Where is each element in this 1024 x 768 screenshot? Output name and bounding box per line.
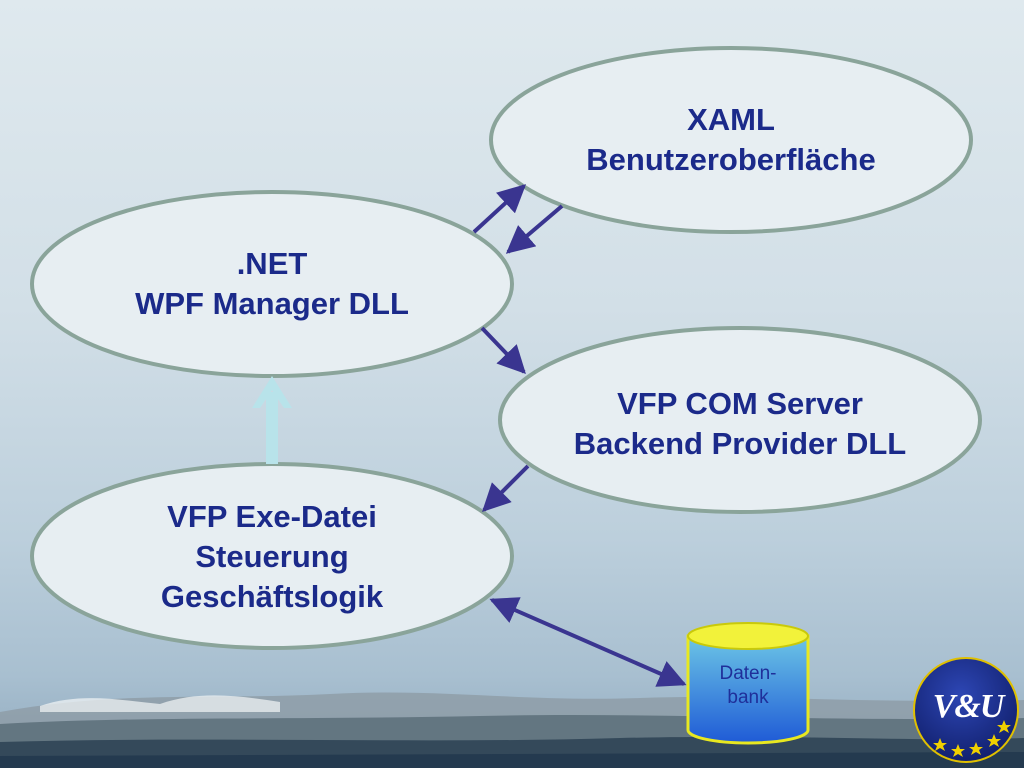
logo-text: V&U: [932, 688, 1005, 725]
arrow-net-to-com: [480, 326, 526, 375]
arrow-xaml-to-net: [505, 204, 564, 254]
node-com: VFP COM Server Backend Provider DLL: [510, 372, 970, 476]
database-label: Daten- bank: [688, 662, 808, 710]
node-exe-line-3: Geschäftslogik: [160, 579, 384, 614]
node-com-line-2: Backend Provider DLL: [573, 426, 907, 461]
database-label-line-1: Daten-: [719, 663, 777, 684]
arrow-com-to-exe: [482, 464, 530, 512]
node-com-line-1: VFP COM Server: [617, 386, 863, 421]
arrow-net-to-xaml: [472, 184, 527, 234]
node-exe: VFP Exe-Datei Steuerung Geschäftslogik: [52, 490, 492, 624]
node-exe-line-2: Steuerung: [195, 539, 349, 574]
database-icon: [686, 622, 810, 745]
database-label-line-2: bank: [727, 687, 769, 708]
node-xaml-line-2: Benutzeroberfläche: [586, 142, 876, 177]
node-xaml-line-1: XAML: [687, 102, 775, 137]
node-com-ellipse: [498, 326, 982, 514]
stars-logo-icon: [913, 657, 1019, 763]
node-net-line-1: .NET: [236, 246, 308, 281]
node-net: .NET WPF Manager DLL: [52, 232, 492, 336]
landscape-background: [0, 692, 1024, 768]
node-net-line-2: WPF Manager DLL: [135, 286, 409, 321]
arrow-exe-to-net: [252, 376, 292, 464]
node-exe-line-1: VFP Exe-Datei: [167, 499, 377, 534]
arrow-exe-db-bidirectional: [489, 597, 687, 687]
node-xaml: XAML Benutzeroberfläche: [511, 88, 951, 192]
node-xaml-ellipse: [489, 46, 973, 234]
